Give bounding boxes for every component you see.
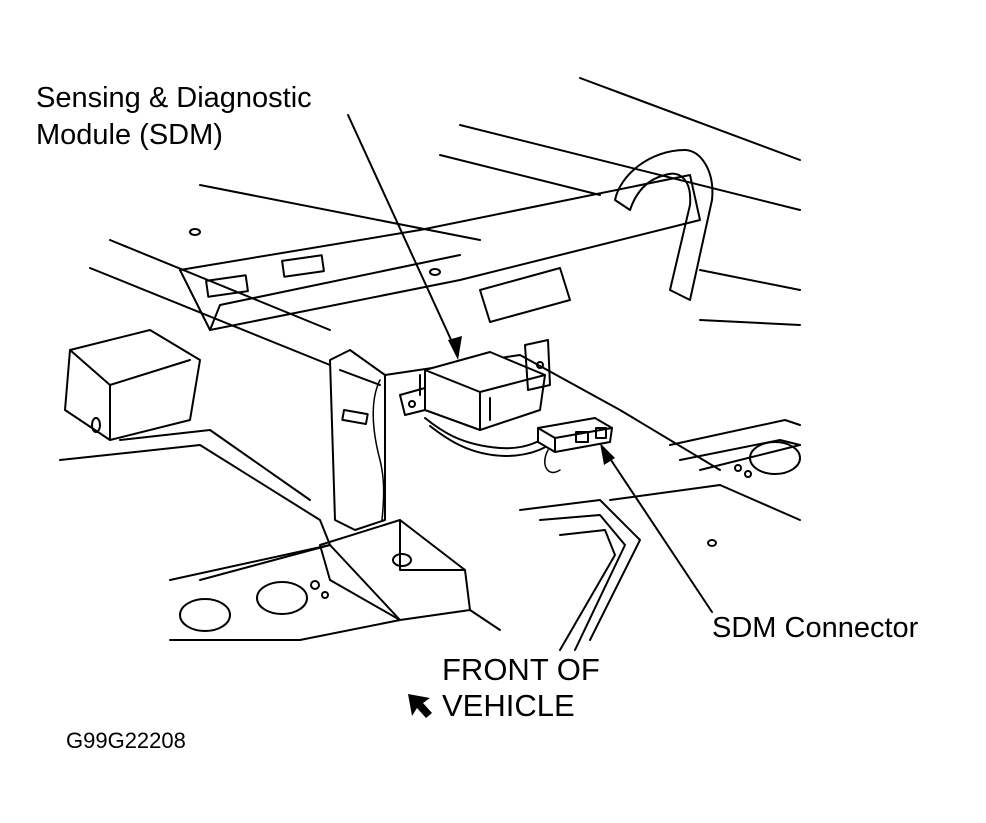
sdm-connector	[537, 417, 613, 453]
rear-floor-lines	[89, 77, 801, 366]
connector-leader-arrowhead	[600, 443, 615, 465]
right-floor-structure	[609, 419, 801, 547]
arrow-up-left-icon	[408, 694, 432, 718]
leader-lines	[347, 114, 713, 613]
sdm-leader-arrowhead	[448, 336, 462, 360]
crossmember	[179, 174, 701, 331]
sdm-label-line1: Sensing & Diagnostic	[36, 82, 312, 114]
front-floor-structure	[169, 519, 501, 641]
sdm-leader-line	[347, 114, 459, 356]
rear-bracket	[479, 149, 714, 323]
sdm-label-line2: Module (SDM)	[36, 119, 223, 151]
front-of-vehicle-label-line1: FRONT OF	[442, 652, 600, 687]
sdm-connector-label: SDM Connector	[712, 612, 919, 644]
figure-id-label: G99G22208	[66, 728, 186, 753]
connector-leader-line	[602, 447, 713, 613]
sdm-module	[399, 339, 551, 431]
left-floor-structure	[59, 329, 331, 581]
front-of-vehicle-label-line2: VEHICLE	[442, 688, 575, 723]
